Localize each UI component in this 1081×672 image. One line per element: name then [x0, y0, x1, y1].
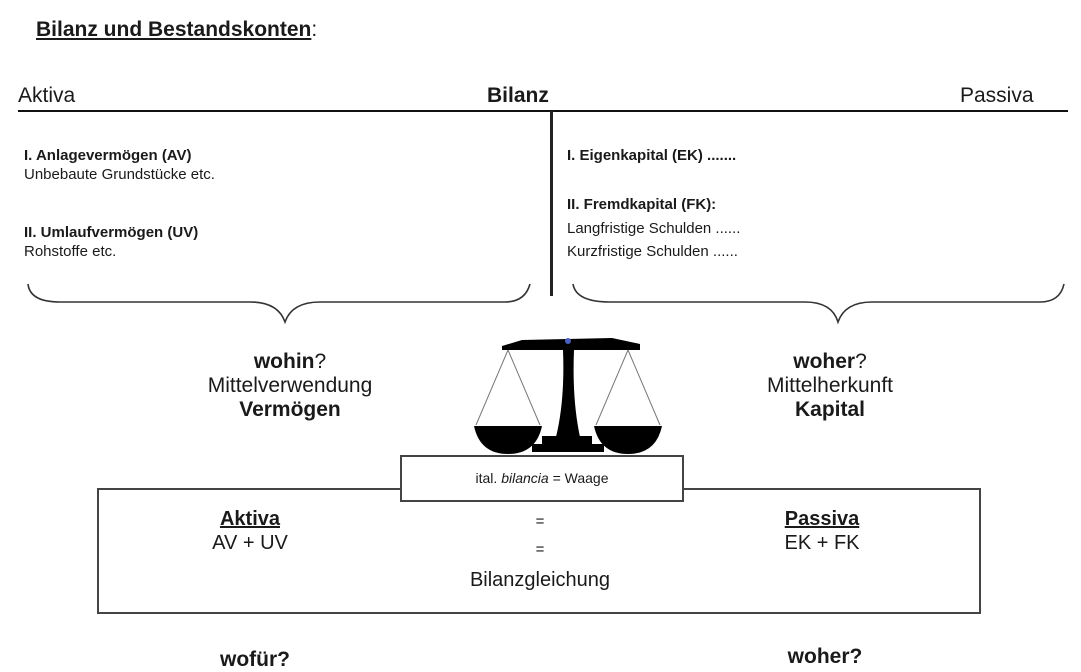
equals-sign-1: = — [535, 513, 545, 530]
eigenkapital-title: I. Eigenkapital (EK) ....... — [567, 147, 737, 164]
umlaufvermoegen-title: II. Umlaufvermögen (UV) — [24, 224, 199, 241]
equation-box — [97, 488, 981, 614]
mittelherkunft: Mittelherkunft — [766, 374, 894, 397]
title-colon: : — [311, 18, 318, 41]
vermoegen: Vermögen — [239, 398, 341, 421]
fremdkapital-title: II. Fremdkapital (FK): — [567, 196, 717, 213]
kapital: Kapital — [794, 398, 865, 421]
left-brace — [27, 283, 531, 325]
header-aktiva: Aktiva — [18, 84, 76, 107]
bilanzgleichung: Bilanzgleichung — [469, 569, 611, 591]
mittelverwendung: Mittelverwendung — [207, 374, 373, 397]
equation-av-uv: AV + UV — [212, 532, 288, 554]
equals-sign-2: = — [535, 541, 545, 558]
anlagevermoegen-title: I. Anlagevermögen (AV) — [24, 147, 192, 164]
scale-label-word: bilancia — [501, 470, 549, 486]
fremdkapital-item-lang: Langfristige Schulden ...... — [567, 220, 741, 237]
right-caption: woher? Mittelherkunft Kapital — [690, 350, 970, 422]
equation-ek-fk: EK + FK — [784, 532, 860, 554]
woher-word: woher — [793, 350, 856, 373]
header-passiva: Passiva — [960, 84, 1034, 107]
woher-question: woher? — [690, 350, 970, 374]
header-bilanz: Bilanz — [487, 84, 549, 107]
anlagevermoegen-item: Unbebaute Grundstücke etc. — [24, 166, 215, 183]
wohin-word: wohin — [253, 350, 315, 373]
left-caption: wohin? Mittelverwendung Vermögen — [150, 350, 430, 422]
equation-passiva: Passiva — [784, 508, 860, 530]
t-account-top-line — [18, 110, 1068, 112]
scale-label-suffix: = Waage — [552, 470, 609, 486]
wofuer-question: wofür? — [220, 648, 290, 671]
wohin-mark: ? — [314, 350, 327, 373]
t-account-divider — [550, 111, 553, 296]
wohin-question: wohin? — [150, 350, 430, 374]
scale-label-prefix: ital. — [475, 470, 498, 486]
woher-bottom-question: woher? — [787, 645, 863, 668]
right-brace — [572, 283, 1065, 325]
scale-icon — [474, 338, 662, 454]
umlaufvermoegen-item: Rohstoffe etc. — [24, 243, 117, 260]
equation-aktiva: Aktiva — [219, 508, 281, 530]
scale-label: ital. bilancia = Waage — [400, 455, 684, 502]
title-text: Bilanz und Bestandskonten — [36, 18, 312, 41]
fremdkapital-item-kurz: Kurzfristige Schulden ...... — [567, 243, 738, 260]
page-title: Bilanz und Bestandskonten: — [36, 18, 317, 42]
woher-mark: ? — [855, 350, 867, 373]
